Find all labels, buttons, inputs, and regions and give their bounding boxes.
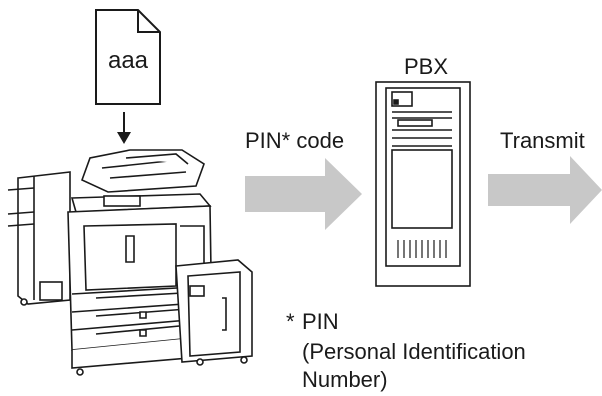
footnote-marker: * — [286, 309, 295, 334]
pbx-label: PBX — [404, 54, 449, 79]
document-text: aaa — [108, 47, 149, 74]
multifunction-machine-icon — [7, 149, 253, 376]
down-arrow-icon — [117, 112, 131, 144]
pbx-cabinet-icon — [375, 81, 471, 287]
transmit-label: Transmit — [500, 128, 585, 153]
footnote-expansion-line2: Number) — [302, 367, 388, 392]
pin-code-arrow — [245, 158, 362, 230]
footnote-expansion-line1: (Personal Identification — [302, 339, 526, 364]
document-icon — [95, 9, 161, 105]
footnote-term: PIN — [302, 309, 339, 334]
pin-code-label: PIN* code — [245, 128, 345, 153]
transmit-arrow — [488, 156, 602, 224]
